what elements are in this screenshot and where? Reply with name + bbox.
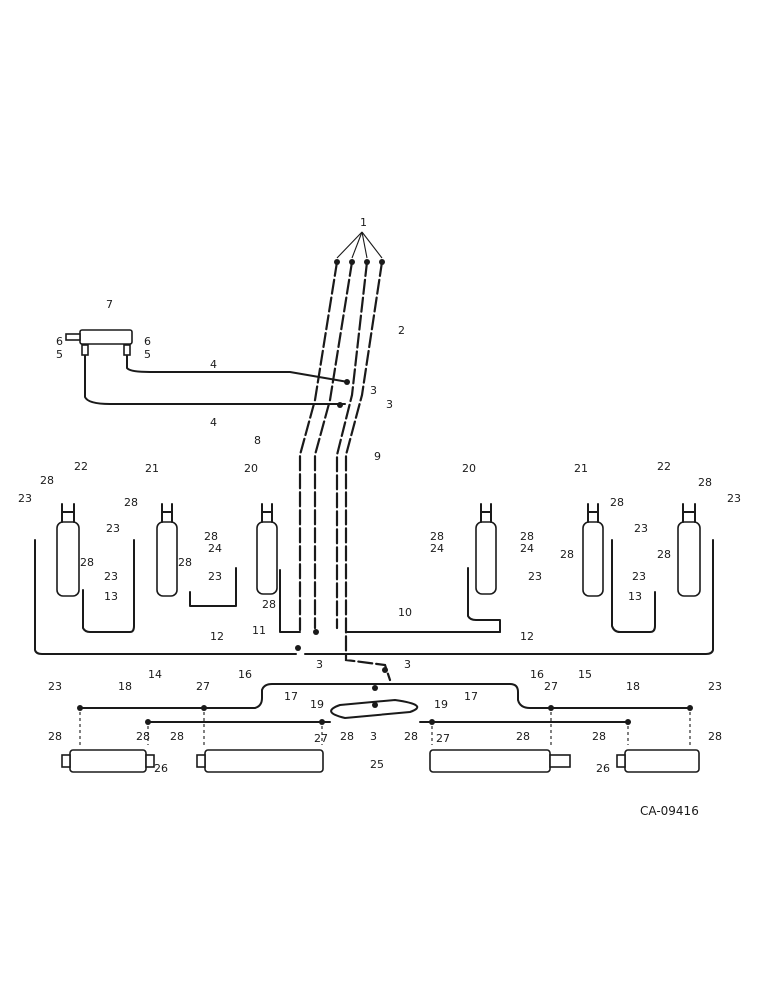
label-28: 28: [170, 730, 184, 743]
label-17: 17: [284, 690, 298, 703]
label-4: 4: [210, 416, 217, 429]
label-23: 23: [634, 522, 648, 535]
label-16: 16: [238, 668, 252, 681]
right-cylinders: [304, 503, 714, 655]
label-23: 23: [106, 522, 120, 535]
label-12: 12: [210, 630, 224, 643]
left-cylinders: [34, 503, 301, 655]
label-3: 3: [316, 658, 323, 671]
label-23: 23: [708, 680, 722, 693]
label-28: 28: [698, 476, 712, 489]
drawing-code: CA-09416: [640, 804, 699, 818]
label-28: 28: [430, 530, 444, 543]
callout-1-leaders: [336, 231, 383, 259]
label-6: 6: [144, 335, 151, 348]
label-4: 4: [210, 358, 217, 371]
label-23: 23: [18, 492, 32, 505]
label-24: 24: [430, 542, 444, 555]
lift-cylinders: [61, 712, 700, 773]
label-28: 28: [340, 730, 354, 743]
label-28: 28: [204, 530, 218, 543]
label-28: 28: [592, 730, 606, 743]
label-23: 23: [104, 570, 118, 583]
label-14: 14: [148, 668, 162, 681]
label-28: 28: [80, 556, 94, 569]
lower-hoses: [77, 683, 693, 725]
label-27: 27: [544, 680, 558, 693]
label-28: 28: [560, 548, 574, 561]
label-6: 6: [56, 335, 63, 348]
label-28: 28: [136, 730, 150, 743]
label-28: 28: [404, 730, 418, 743]
label-19: 19: [434, 698, 448, 711]
label-7: 7: [106, 298, 113, 311]
label-13: 13: [628, 590, 642, 603]
label-28: 28: [520, 530, 534, 543]
label-21: 21: [145, 462, 159, 475]
label-9: 9: [374, 450, 381, 463]
label-12: 12: [520, 630, 534, 643]
label-28: 28: [657, 548, 671, 561]
cylinder-26-left: [69, 749, 147, 773]
label-18: 18: [626, 680, 640, 693]
label-28: 28: [516, 730, 530, 743]
label-27: 27: [314, 732, 328, 745]
center-tees: [295, 629, 388, 708]
label-23: 23: [48, 680, 62, 693]
callout-labels: 1 2 3 4 4 5 5 6 6 7 8 9 10 11 12 12 13 1…: [18, 216, 741, 775]
label-27: 27: [196, 680, 210, 693]
label-3: 3: [404, 658, 411, 671]
label-20: 20: [462, 462, 476, 475]
cylinder-26-right: [624, 749, 700, 773]
label-28: 28: [708, 730, 722, 743]
label-26: 26: [154, 762, 168, 775]
label-22: 22: [74, 460, 88, 473]
label-1: 1: [360, 216, 367, 229]
label-21: 21: [574, 462, 588, 475]
label-10: 10: [398, 606, 412, 619]
cylinder-25-left: [204, 749, 324, 773]
label-2: 2: [398, 324, 405, 337]
label-11: 11: [252, 624, 266, 637]
label-24: 24: [208, 542, 222, 555]
label-3: 3: [370, 730, 377, 743]
label-17: 17: [464, 690, 478, 703]
label-5: 5: [56, 348, 63, 361]
label-5: 5: [144, 348, 151, 361]
main-supply-hoses: [298, 259, 392, 682]
label-25: 25: [370, 758, 384, 771]
label-15: 15: [578, 668, 592, 681]
label-19: 19: [310, 698, 324, 711]
label-18: 18: [118, 680, 132, 693]
label-23: 23: [727, 492, 741, 505]
valve-block: [79, 329, 133, 345]
label-23: 23: [208, 570, 222, 583]
label-23: 23: [632, 570, 646, 583]
label-23: 23: [528, 570, 542, 583]
label-27: 27: [436, 732, 450, 745]
label-22: 22: [657, 460, 671, 473]
label-20: 20: [244, 462, 258, 475]
cylinder-25-right: [429, 749, 551, 773]
label-28: 28: [262, 598, 276, 611]
label-28: 28: [48, 730, 62, 743]
label-28: 28: [178, 556, 192, 569]
valve-block-assembly: [65, 329, 350, 408]
label-3: 3: [386, 398, 393, 411]
label-28: 28: [124, 496, 138, 509]
label-13: 13: [104, 590, 118, 603]
label-16: 16: [530, 668, 544, 681]
label-24: 24: [520, 542, 534, 555]
label-3: 3: [370, 384, 377, 397]
label-26: 26: [596, 762, 610, 775]
label-28: 28: [610, 496, 624, 509]
label-28: 28: [40, 474, 54, 487]
label-8: 8: [254, 434, 261, 447]
